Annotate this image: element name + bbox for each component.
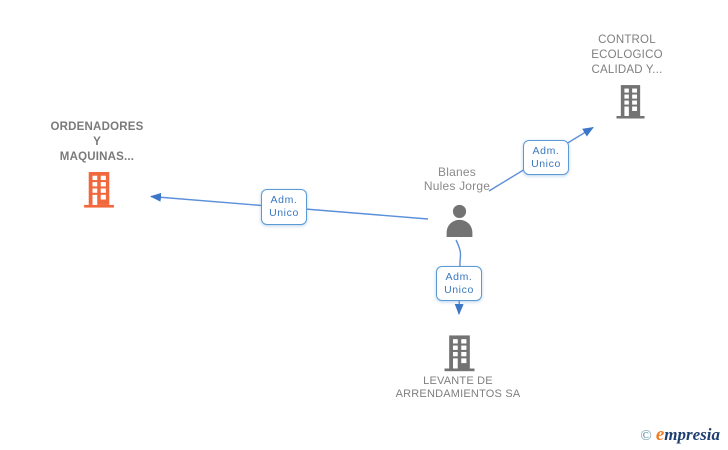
node-label-line: Blanes: [438, 165, 476, 179]
node-label-line: MAQUINAS...: [59, 151, 135, 163]
edge-label-adm-unico-levante[interactable]: Adm. Unico: [436, 266, 482, 301]
edge-label-line: Unico: [531, 157, 561, 170]
node-label-line: CALIDAD Y...: [591, 64, 663, 76]
node-label-line: ECOLOGICO: [591, 49, 663, 61]
node-label-line: LEVANTE DE: [423, 375, 493, 387]
brand-initial: e: [655, 424, 665, 445]
brand-wordmark: empresia: [656, 424, 720, 446]
building-icon-ordenadores[interactable]: [83, 171, 115, 208]
edge-label-line: Adm.: [270, 194, 298, 206]
node-label-line: CONTROL: [598, 34, 656, 46]
edge-label-line: Unico: [444, 283, 474, 296]
edge-label-line: Adm.: [445, 270, 473, 283]
copyright-icon: ©: [640, 428, 652, 444]
building-icon-levante[interactable]: [444, 334, 475, 372]
node-label-line: Nules Jorge: [423, 179, 491, 193]
node-label-line: ORDENADORES: [50, 121, 144, 133]
edge-label-adm-unico-control[interactable]: Adm. Unico: [523, 140, 569, 175]
node-label-line: Y: [93, 136, 101, 148]
edge-label-adm-unico-ordenadores[interactable]: Adm. Unico: [261, 189, 307, 225]
person-icon[interactable]: [444, 204, 475, 237]
node-label-control[interactable]: CONTROL ECOLOGICO CALIDAD Y...: [557, 33, 697, 78]
node-label-line: ARRENDAMIENTOS SA: [395, 388, 521, 400]
node-label-person[interactable]: Blanes Nules Jorge: [387, 165, 527, 193]
edge-label-line: Adm.: [532, 144, 560, 157]
building-icon-control[interactable]: [616, 84, 645, 119]
node-label-levante[interactable]: LEVANTE DE ARRENDAMIENTOS SA: [378, 375, 538, 401]
node-label-ordenadores[interactable]: ORDENADORES Y MAQUINAS...: [32, 120, 162, 165]
brand-rest: mpresia: [664, 425, 720, 444]
edge-person-to-levante: [454, 239, 464, 315]
edge-label-line: Unico: [269, 207, 299, 219]
empresia-logo[interactable]: © empresia: [640, 424, 720, 446]
